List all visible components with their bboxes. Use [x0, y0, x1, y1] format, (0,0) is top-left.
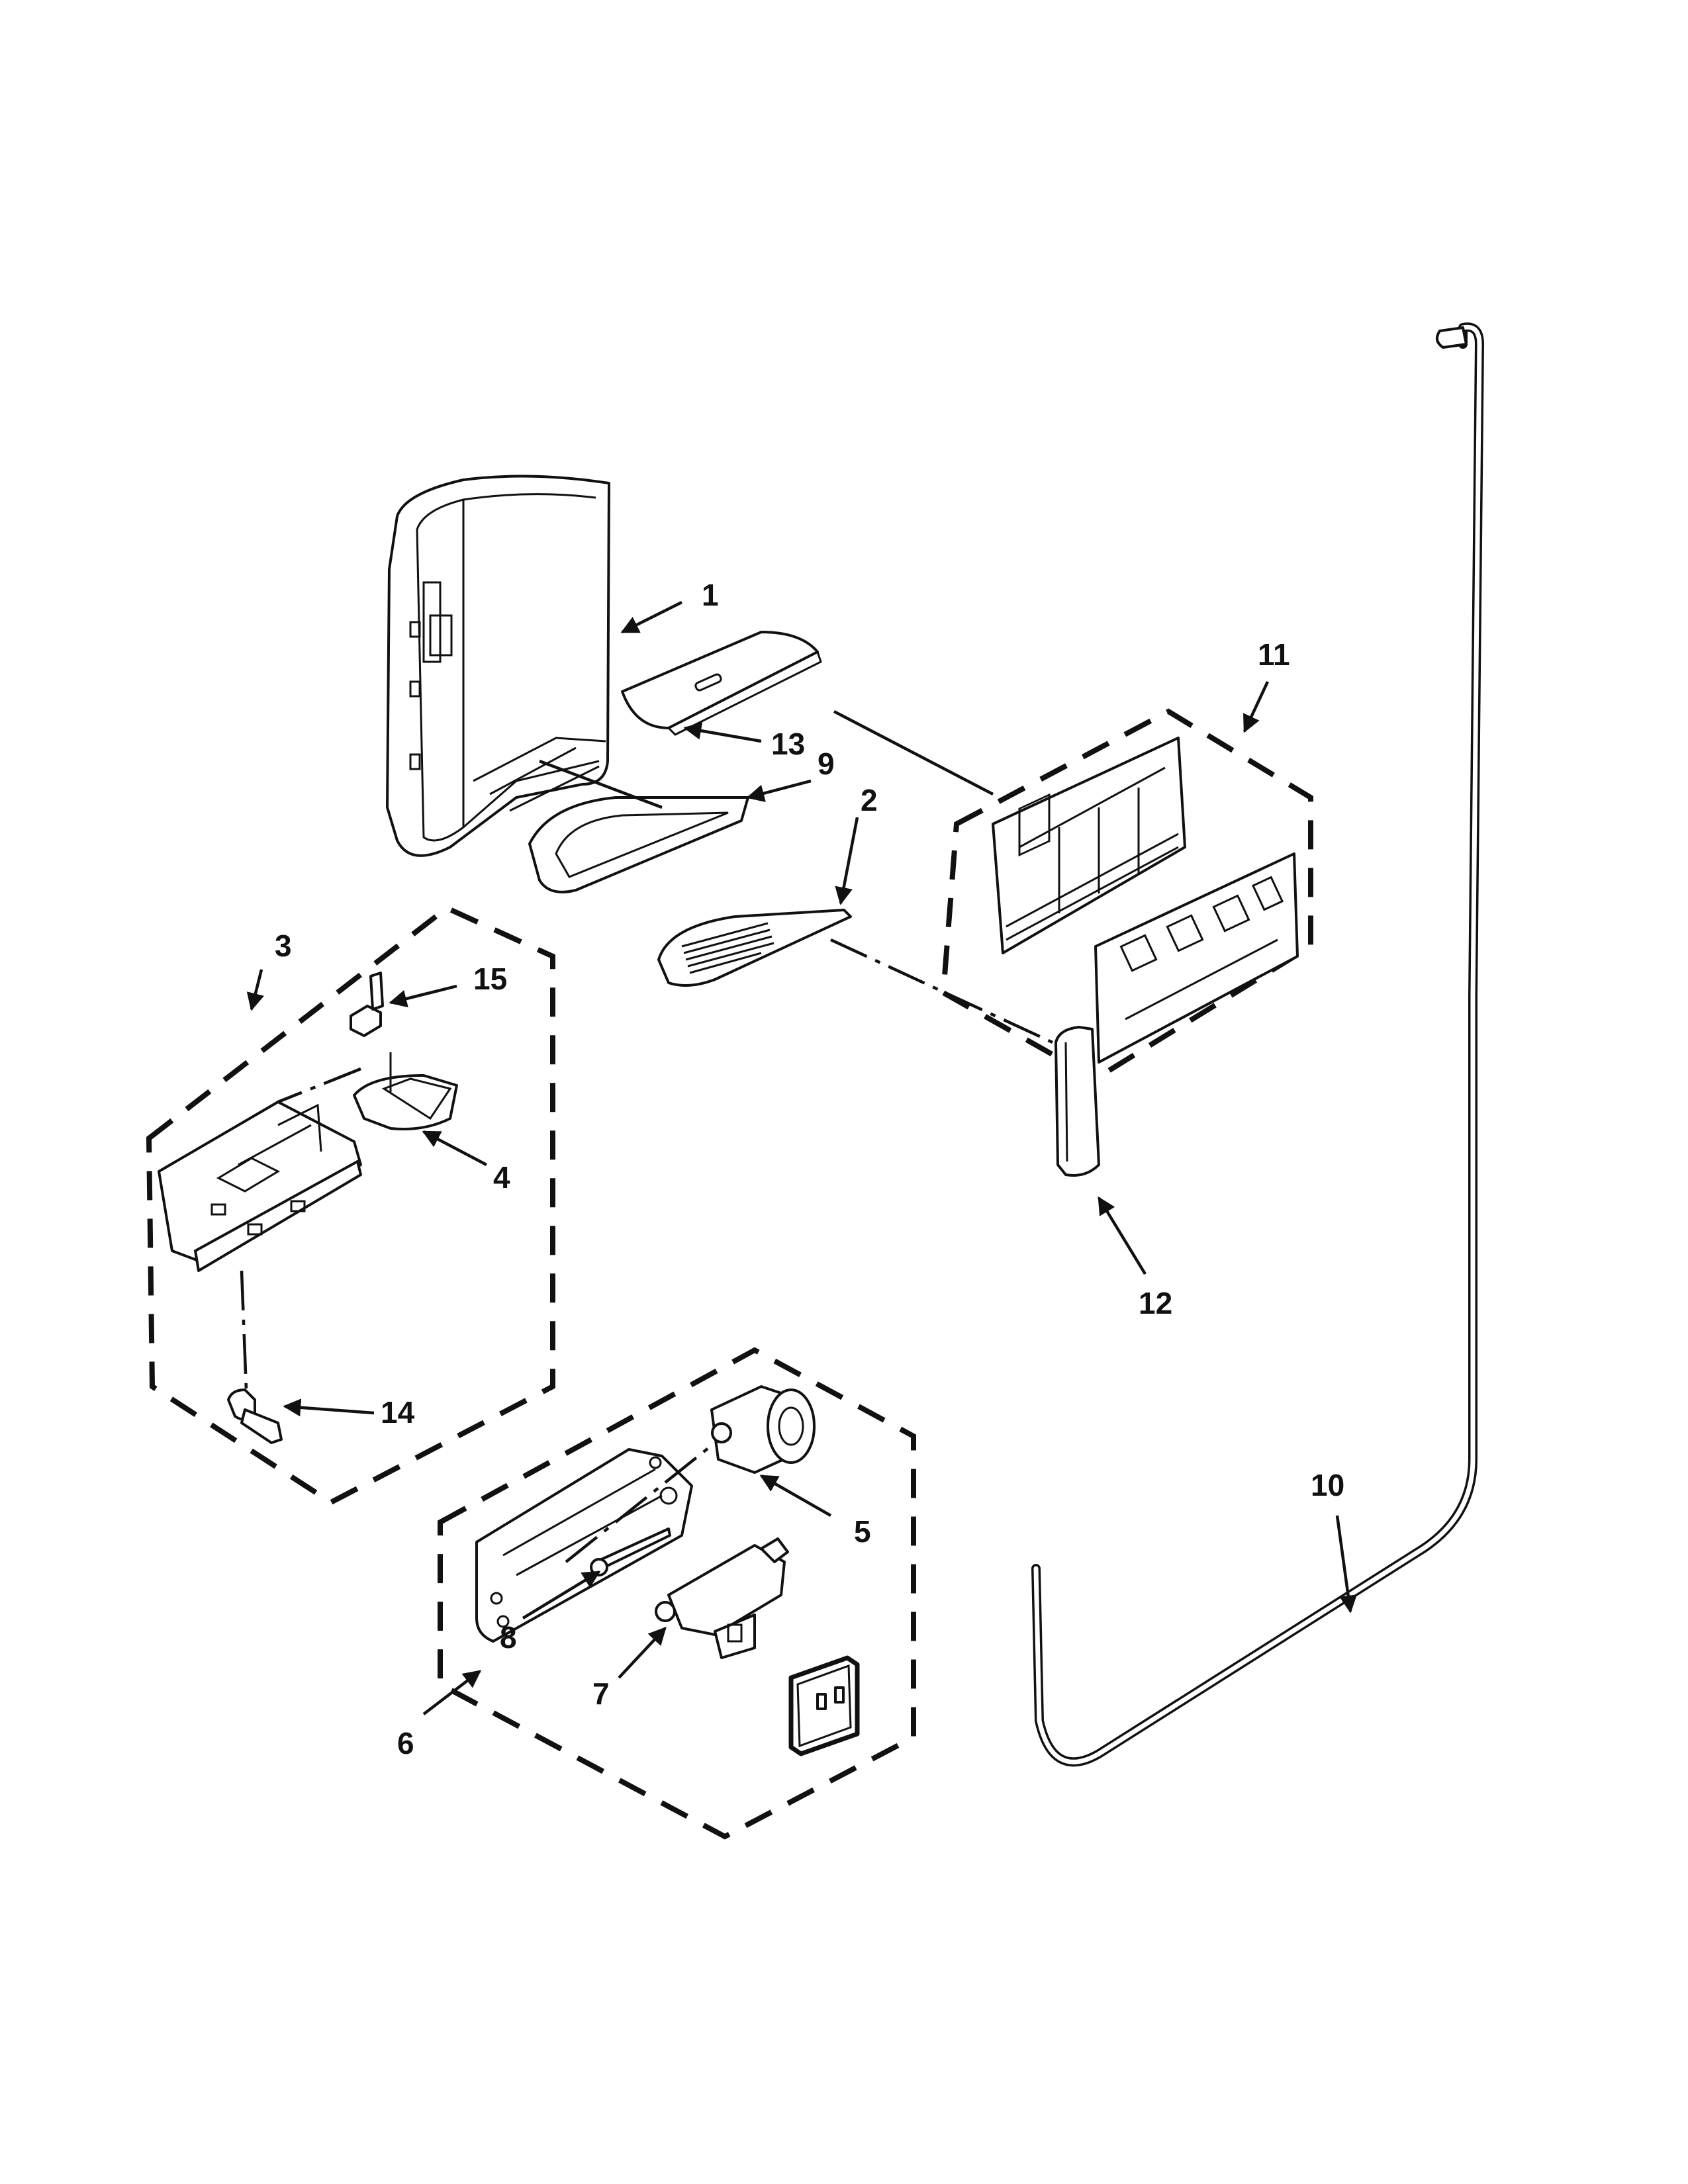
ice-chute-door — [353, 1052, 458, 1130]
actuator-body — [158, 1101, 362, 1272]
callout-10: 10 — [1311, 1468, 1344, 1502]
callout-6: 6 — [397, 1726, 414, 1760]
callout-3: 3 — [275, 929, 292, 963]
drip-tray-grille — [657, 909, 852, 987]
leader-lines — [246, 600, 1358, 1715]
pad-connection-line — [830, 938, 1053, 1044]
dispenser-housing — [386, 475, 610, 857]
actuator-fitting — [227, 1388, 283, 1444]
dispenser-motor — [710, 1385, 816, 1474]
motor-switch-assembly — [438, 1347, 916, 1840]
dispenser-switch — [655, 1537, 789, 1659]
callout-2: 2 — [861, 783, 878, 817]
housing-connection-line — [539, 759, 663, 809]
actuator-assembly — [146, 905, 555, 1506]
panel-connection-line — [833, 710, 994, 796]
callout-12: 12 — [1139, 1286, 1172, 1320]
callout-9: 9 — [818, 747, 835, 781]
mounting-bracket — [475, 1448, 693, 1643]
callout-15: 15 — [473, 962, 507, 996]
callout-13: 13 — [771, 727, 805, 761]
dispenser-pad — [1055, 1026, 1100, 1177]
drip-tray-frame — [528, 796, 749, 893]
water-tube — [1031, 322, 1484, 1767]
wire-connector — [788, 1655, 860, 1756]
callout-7: 7 — [592, 1676, 610, 1711]
callout-14: 14 — [381, 1395, 415, 1430]
control-panel-assembly — [940, 708, 1313, 1082]
actuator-clip — [350, 972, 384, 1037]
callout-8: 8 — [500, 1620, 517, 1655]
callout-11: 11 — [1258, 637, 1290, 672]
callout-1: 1 — [702, 578, 719, 612]
drip-tray-upper — [621, 631, 822, 736]
callout-5: 5 — [854, 1514, 871, 1549]
callout-4: 4 — [493, 1160, 510, 1195]
